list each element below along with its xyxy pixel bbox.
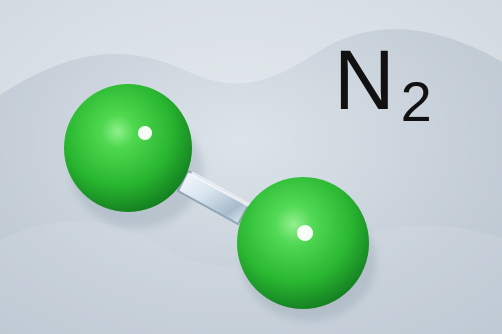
formula-subscript: 2: [400, 70, 432, 133]
atom-highlight-right: [297, 225, 313, 241]
nitrogen-atom-left: [64, 84, 192, 212]
bond-highlight: [191, 172, 251, 207]
nitrogen-atom-right: [237, 177, 369, 309]
atom-highlight-left: [138, 126, 152, 140]
formula-symbol: N: [334, 33, 395, 127]
nitrogen-molecule: [64, 84, 376, 321]
background-cloud: [0, 0, 502, 95]
